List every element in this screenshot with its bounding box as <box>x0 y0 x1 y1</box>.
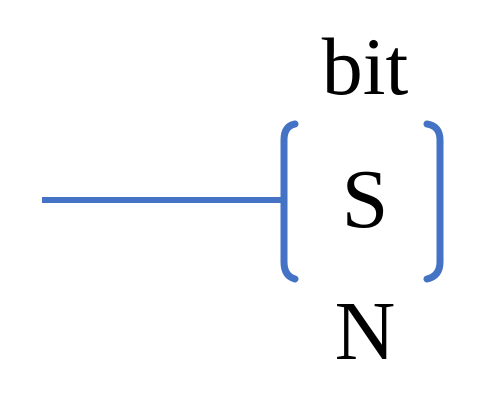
left-bracket <box>280 120 299 283</box>
set-instruction-label: S <box>341 153 389 246</box>
bit-count-label: N <box>334 285 396 378</box>
bit-address-label: bit <box>321 21 409 112</box>
right-bracket <box>423 120 444 283</box>
